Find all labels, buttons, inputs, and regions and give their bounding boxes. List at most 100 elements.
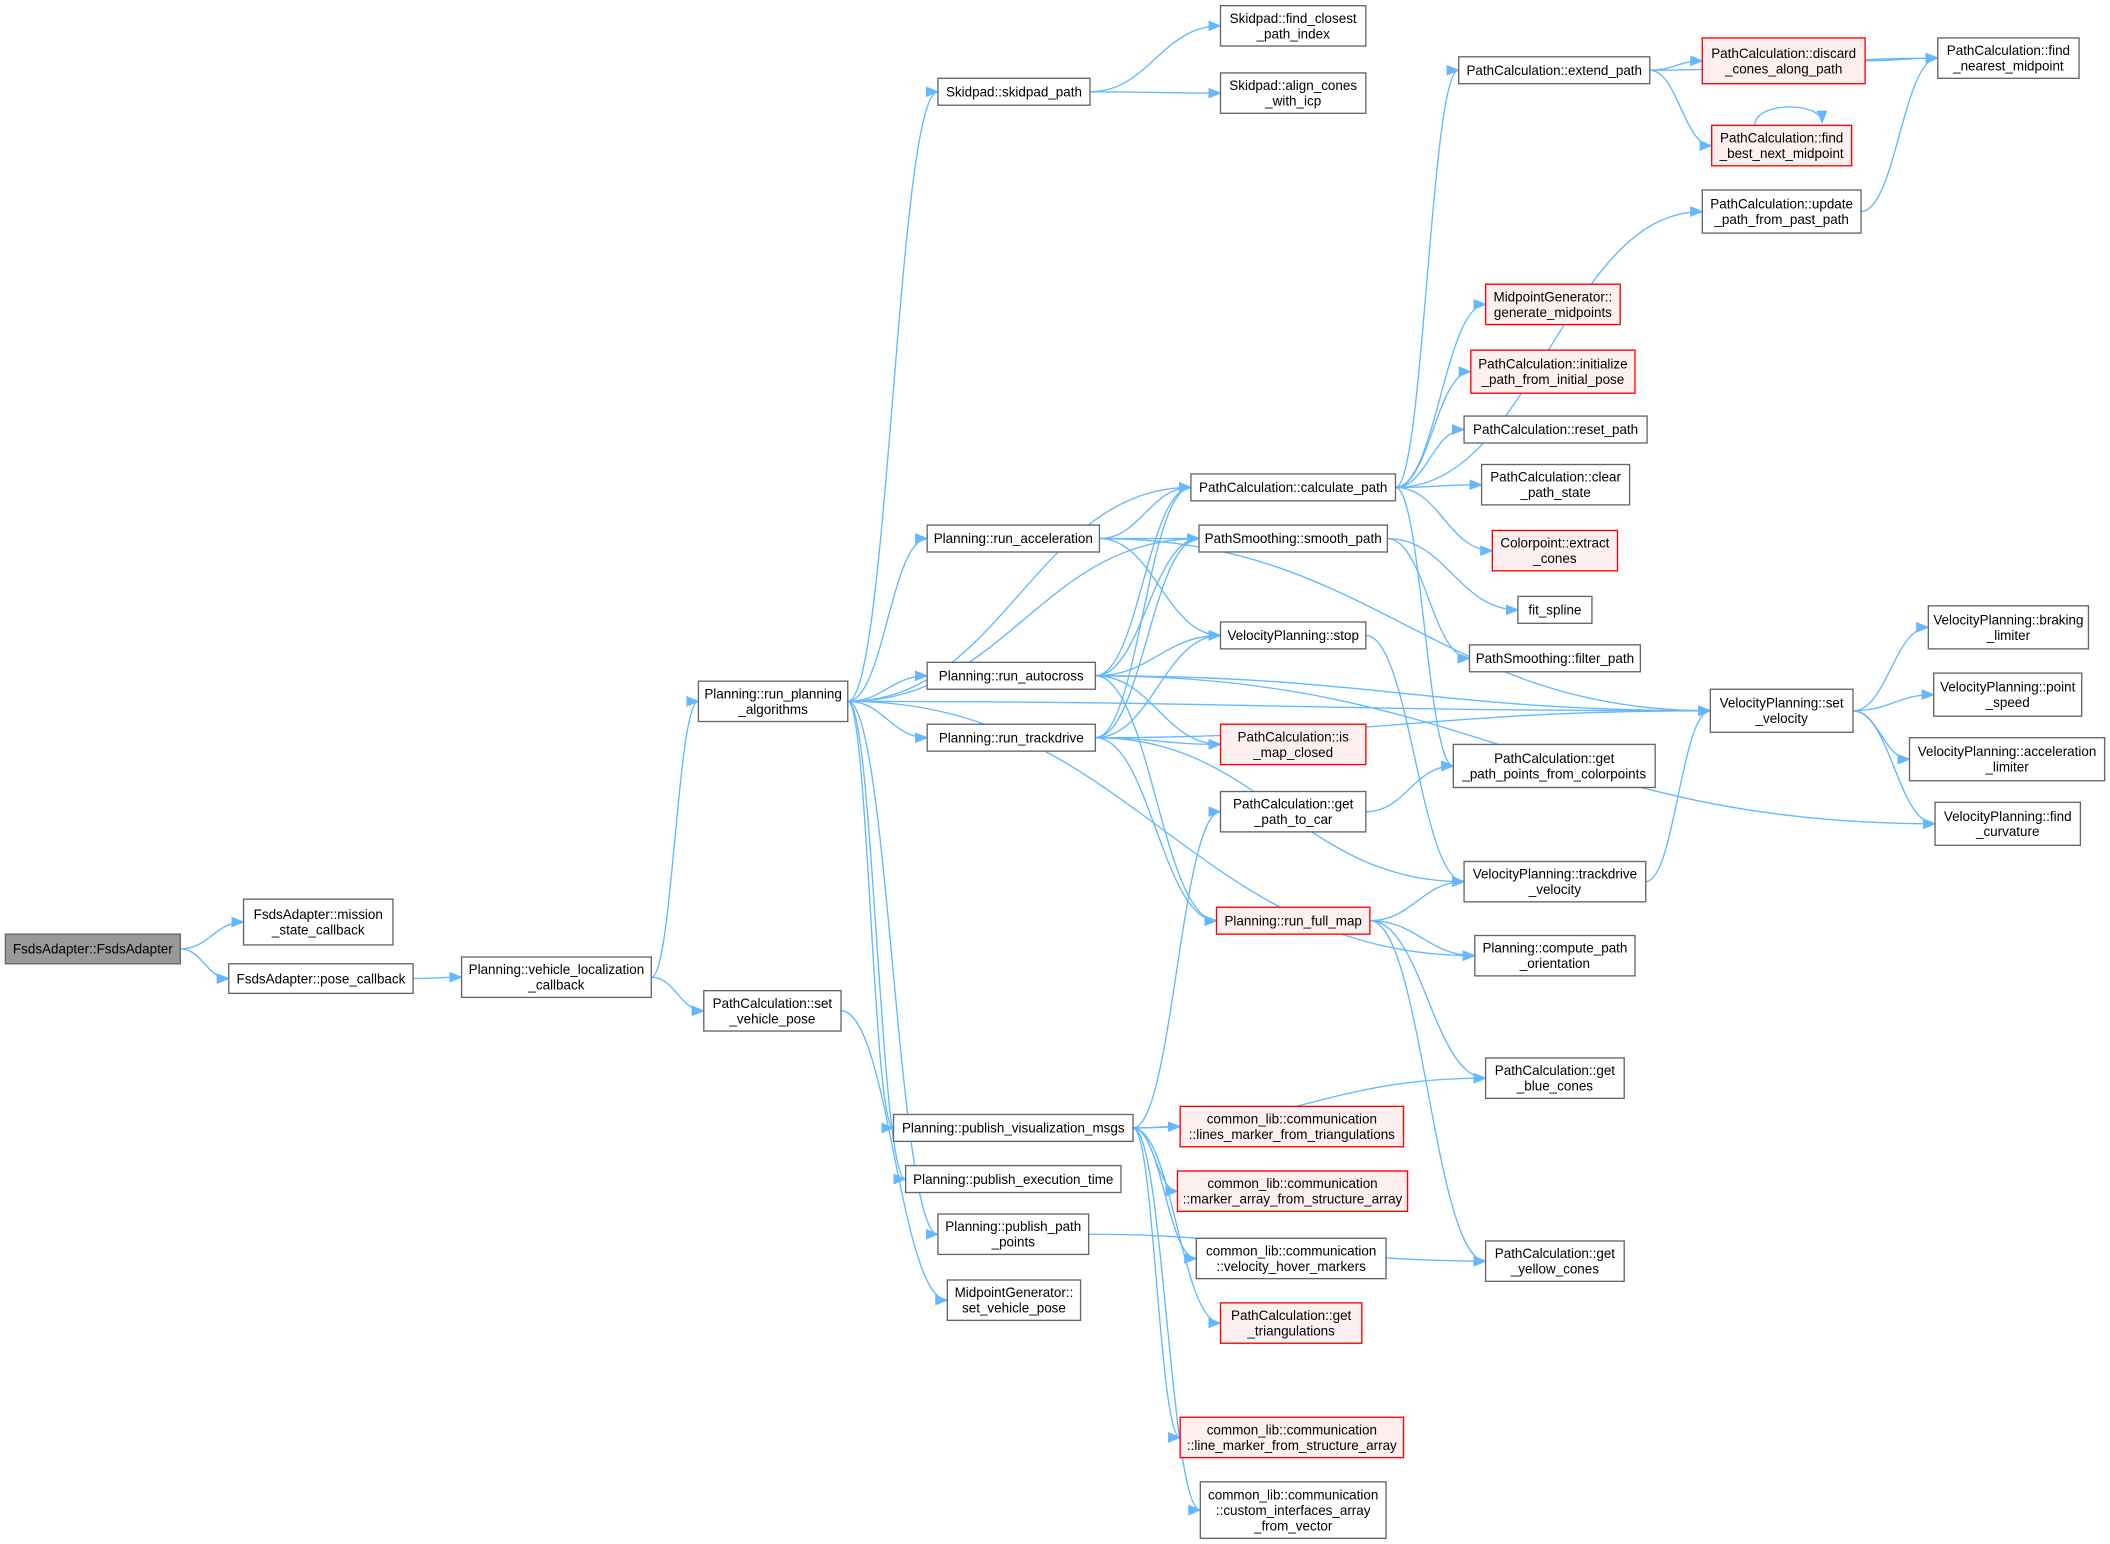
function-node[interactable]: PathCalculation::get_path_to_car <box>1219 790 1367 833</box>
function-node[interactable]: Planning::run_full_map <box>1215 906 1371 935</box>
call-edge <box>1369 920 1477 962</box>
node-label-line: fit_spline <box>1528 603 1581 618</box>
function-node[interactable]: VelocityPlanning::find_curvature <box>1934 801 2082 847</box>
node-box <box>1179 1416 1405 1459</box>
function-node[interactable]: PathSmoothing::filter_path <box>1468 644 1642 673</box>
function-node[interactable]: Skidpad::align_cones_with_icp <box>1219 72 1367 114</box>
node-label: PathCalculation::find_best_next_midpoint <box>1719 131 1844 161</box>
node-label: Planning::run_autocross <box>939 668 1084 683</box>
function-node[interactable]: Planning::run_planning_algorithms <box>697 680 849 723</box>
function-node[interactable]: Planning::publish_execution_time <box>904 1164 1122 1194</box>
function-node[interactable]: VelocityPlanning::trackdrive_velocity <box>1463 860 1647 903</box>
node-box <box>1463 415 1648 444</box>
node-label-line: Skidpad::skidpad_path <box>946 84 1082 99</box>
node-label-line: common_lib::communication <box>1207 1422 1377 1437</box>
node-box <box>4 933 181 965</box>
function-node[interactable]: PathCalculation::discard_cones_along_pat… <box>1701 37 1866 85</box>
call-edge <box>847 482 1193 703</box>
function-node[interactable]: Planning::publish_visualization_msgs <box>892 1113 1134 1143</box>
node-label-line: FsdsAdapter::FsdsAdapter <box>13 942 173 957</box>
node-label: fit_spline <box>1528 603 1581 618</box>
node-label: VelocityPlanning::stop <box>1227 628 1358 643</box>
node-label-line: _nearest_midpoint <box>1952 59 2064 74</box>
function-node[interactable]: Planning::run_trackdrive <box>926 723 1097 752</box>
call-edge <box>1095 675 1222 750</box>
node-label: PathCalculation::clear_path_state <box>1490 470 1621 500</box>
node-box <box>1219 621 1367 650</box>
node-box <box>946 1279 1082 1322</box>
function-node[interactable]: common_lib::communication::velocity_hove… <box>1195 1237 1387 1280</box>
node-label: FsdsAdapter::mission_state_callback <box>254 907 383 937</box>
node-label: PathCalculation::get_triangulations <box>1231 1308 1352 1338</box>
node-label-line: PathSmoothing::smooth_path <box>1205 531 1382 546</box>
function-node[interactable]: common_lib::communication::line_marker_f… <box>1179 1416 1405 1459</box>
function-node[interactable]: PathCalculation::reset_path <box>1463 415 1648 444</box>
function-node[interactable]: Colorpoint::extract_cones <box>1491 529 1619 572</box>
function-node[interactable]: PathCalculation::find_nearest_midpoint <box>1937 37 2080 79</box>
function-node[interactable]: VelocityPlanning::braking_limiter <box>1927 605 2090 650</box>
call-edge <box>1132 1127 1202 1516</box>
node-label: PathCalculation::update_path_from_past_p… <box>1710 197 1853 227</box>
call-edge <box>1133 1121 1182 1132</box>
function-node[interactable]: VelocityPlanning::stop <box>1219 621 1367 650</box>
function-node[interactable]: MidpointGenerator::generate_midpoints <box>1484 283 1621 326</box>
function-node[interactable]: PathCalculation::calculate_path <box>1190 473 1397 502</box>
function-node[interactable]: PathSmoothing::smooth_path <box>1198 524 1389 553</box>
node-label: VelocityPlanning::acceleration_limiter <box>1918 744 2097 774</box>
node-label-line: _algorithms <box>737 702 808 717</box>
function-node[interactable]: PathCalculation::get_blue_cones <box>1484 1057 1625 1099</box>
node-box <box>1709 688 1854 733</box>
function-node[interactable]: common_lib::communication::marker_array_… <box>1176 1170 1409 1213</box>
function-node[interactable]: PathCalculation::get_yellow_cones <box>1484 1240 1625 1283</box>
function-node[interactable]: VelocityPlanning::acceleration_limiter <box>1908 737 2106 782</box>
node-label-line: FsdsAdapter::mission <box>254 907 383 922</box>
function-node[interactable]: FsdsAdapter::FsdsAdapter <box>4 933 181 965</box>
node-label-line: _velocity <box>1528 882 1582 897</box>
function-node[interactable]: FsdsAdapter::mission_state_callback <box>242 898 394 946</box>
call-edge <box>1852 621 1930 712</box>
function-node[interactable]: Planning::compute_path_orientation <box>1474 934 1636 977</box>
node-label-line: PathCalculation::get <box>1494 751 1615 766</box>
call-edge <box>650 696 700 978</box>
call-edge <box>1132 1127 1198 1264</box>
function-node[interactable]: VelocityPlanning::set_velocity <box>1709 688 1854 733</box>
function-node[interactable]: Skidpad::find_closest_path_index <box>1219 4 1367 47</box>
function-node[interactable]: PathCalculation::update_path_from_past_p… <box>1701 189 1862 234</box>
function-node[interactable]: PathCalculation::find_best_next_midpoint <box>1711 124 1853 167</box>
function-node[interactable]: common_lib::communication::custom_interf… <box>1199 1481 1387 1540</box>
call-edge <box>1395 479 1483 491</box>
function-node[interactable]: PathCalculation::get_triangulations <box>1219 1302 1363 1344</box>
function-node[interactable]: PathCalculation::set_vehicle_pose <box>703 989 842 1032</box>
node-box <box>1179 1105 1405 1148</box>
function-node[interactable]: PathCalculation::clear_path_state <box>1480 463 1631 506</box>
function-node[interactable]: PathCalculation::extend_path <box>1458 56 1651 85</box>
nodes-layer: FsdsAdapter::FsdsAdapter FsdsAdapter::mis… <box>4 4 2106 1540</box>
function-node[interactable]: Planning::publish_path_points <box>937 1213 1090 1256</box>
function-node[interactable]: VelocityPlanning::point_speed <box>1933 672 2083 717</box>
function-node[interactable]: FsdsAdapter::pose_callback <box>228 963 414 995</box>
function-node[interactable]: PathCalculation::initialize_path_from_in… <box>1470 349 1636 394</box>
node-label-line: VelocityPlanning::point <box>1940 680 2075 695</box>
node-label-line: Planning::run_acceleration <box>934 531 1093 546</box>
node-label-line: ::custom_interfaces_array <box>1216 1503 1371 1518</box>
function-node[interactable]: common_lib::communication::lines_marker_… <box>1179 1105 1405 1148</box>
function-node[interactable]: Planning::vehicle_localization_callback <box>460 956 652 999</box>
call-edge <box>1649 55 1704 71</box>
function-node[interactable]: PathCalculation::get_path_points_from_co… <box>1452 743 1656 789</box>
call-edge <box>1099 537 1222 641</box>
node-label: Colorpoint::extract_cones <box>1500 536 1609 566</box>
node-label: Planning::publish_execution_time <box>913 1172 1113 1187</box>
function-node[interactable]: fit_spline <box>1517 595 1593 624</box>
function-node[interactable]: Planning::run_autocross <box>926 661 1097 690</box>
call-edge <box>1852 710 1911 765</box>
node-box <box>1458 56 1651 85</box>
call-edge <box>651 976 706 1017</box>
node-label-line: _state_callback <box>271 922 365 937</box>
function-node[interactable]: Planning::run_acceleration <box>926 524 1101 553</box>
node-label: PathCalculation::get_path_to_car <box>1233 797 1354 827</box>
function-node[interactable]: MidpointGenerator::set_vehicle_pose <box>946 1279 1082 1322</box>
function-node[interactable]: Skidpad::skidpad_path <box>937 77 1091 106</box>
function-node[interactable]: PathCalculation::is_map_closed <box>1219 723 1367 766</box>
node-label: FsdsAdapter::pose_callback <box>237 971 406 986</box>
node-box <box>1484 1240 1625 1283</box>
